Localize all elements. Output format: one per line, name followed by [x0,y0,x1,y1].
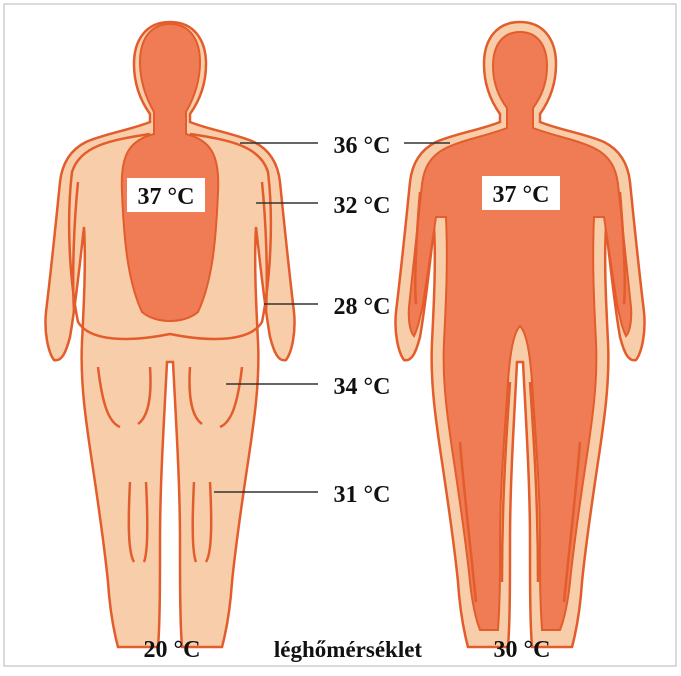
air-temperature-caption: léghőmérséklet [274,637,423,662]
right-body-figure [395,22,644,647]
callout-32: 32 °C [334,193,391,219]
right-core-label: 37 °C [493,182,550,208]
right-core-label-box: 37 °C [482,176,560,210]
callout-36: 36 °C [334,133,391,159]
callout-31: 31 °C [334,482,391,508]
left-body-figure [45,22,294,647]
callout-labels: 36 °C 32 °C 28 °C 34 °C 31 °C [334,133,391,508]
callout-28: 28 °C [334,294,391,320]
left-core-label: 37 °C [138,184,195,210]
left-air-temperature: 20 °C [144,637,201,663]
right-air-temperature: 30 °C [494,637,551,663]
callout-34: 34 °C [334,374,391,400]
left-core-label-box: 37 °C [127,178,205,212]
